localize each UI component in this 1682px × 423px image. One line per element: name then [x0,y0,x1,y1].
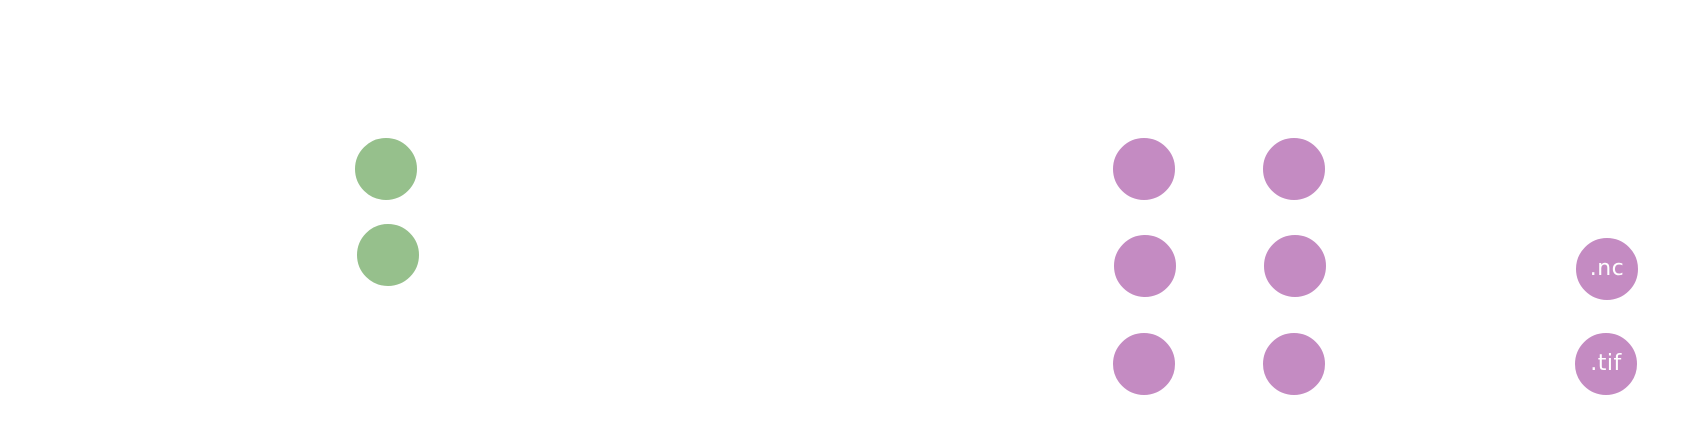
purple-node-col1-row1 [1112,137,1176,201]
nc-file-label: .nc [1589,256,1625,281]
tif-file-label: .tif [1590,351,1622,376]
purple-node-col1-row3 [1112,332,1176,396]
purple-node-col2-row3 [1262,332,1326,396]
purple-node-col1-row2 [1113,234,1177,298]
purple-node-col2-row1 [1262,137,1326,201]
nc-file-node: .nc [1575,237,1639,301]
green-node-bottom [356,223,420,287]
green-node-top [354,137,418,201]
tif-file-node: .tif [1574,332,1638,396]
purple-node-col2-row2 [1263,234,1327,298]
